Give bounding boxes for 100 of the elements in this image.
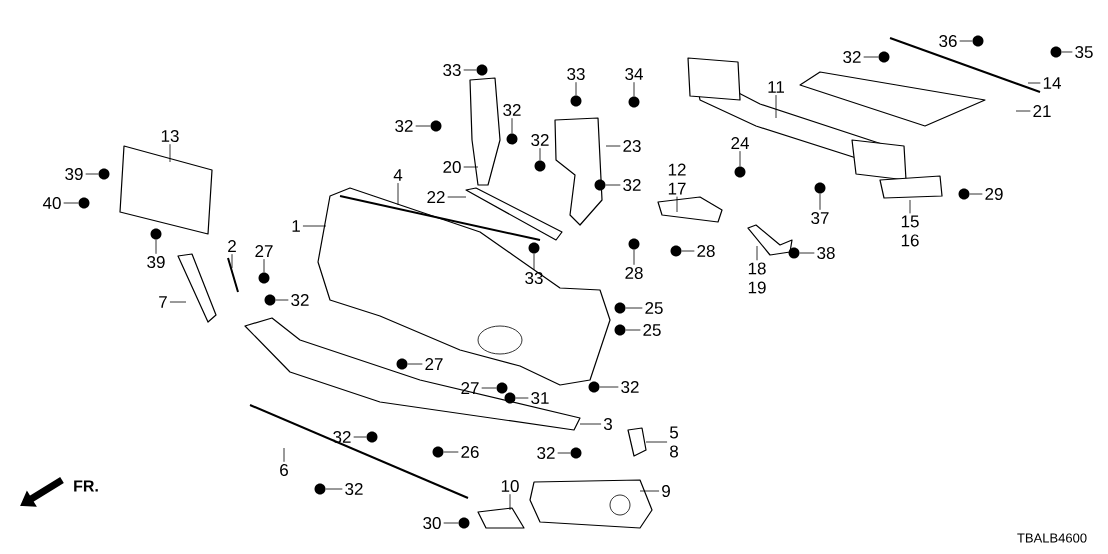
callout-number: 22 xyxy=(427,191,445,203)
callout-number: 33 xyxy=(525,272,543,285)
leader-line xyxy=(799,252,815,254)
leader-line xyxy=(557,452,571,454)
leader-line xyxy=(443,451,459,453)
leader-line xyxy=(447,196,467,198)
leader-line xyxy=(1061,51,1073,53)
callout-number: 33 xyxy=(443,64,461,77)
fastener-clip xyxy=(628,238,640,250)
callout-number: 11 xyxy=(768,81,784,93)
leader-line xyxy=(605,145,621,147)
callout-number: 3 xyxy=(603,418,612,431)
fastener-clip xyxy=(788,247,800,259)
fastener-clip xyxy=(814,182,826,194)
callout-number: 32 xyxy=(621,381,639,394)
fastener-clip xyxy=(506,133,518,145)
callout-number: 26 xyxy=(461,446,479,459)
leader-line xyxy=(819,193,821,211)
callout-number: 29 xyxy=(985,188,1003,201)
callout-number: 32 xyxy=(395,120,413,133)
callout-number: 34 xyxy=(625,68,643,81)
fastener-clip xyxy=(594,179,606,191)
callout-number: 25 xyxy=(643,324,661,337)
fastener-clip xyxy=(258,272,270,284)
callout-number: 32 xyxy=(503,104,521,117)
leader-line xyxy=(275,299,289,301)
leader-line xyxy=(515,397,529,399)
leader-line xyxy=(681,250,695,252)
callout-number: 39 xyxy=(147,256,165,269)
leader-line xyxy=(909,199,911,214)
callout-number: 32 xyxy=(291,294,309,307)
fastener-clip xyxy=(496,382,508,394)
callout-number: 32 xyxy=(345,483,363,496)
callout-number: 9 xyxy=(662,485,670,498)
fastener-clip xyxy=(614,302,626,314)
leader-line xyxy=(463,69,477,71)
callout-number: 30 xyxy=(423,517,441,530)
leader-line xyxy=(605,184,621,186)
callout-number: 12 17 xyxy=(668,163,686,195)
fastener-clip xyxy=(614,324,626,336)
leader-line xyxy=(481,387,497,389)
callout-number: 10 xyxy=(501,480,519,493)
callout-number: 27 xyxy=(461,382,479,394)
fastener-clip xyxy=(670,245,682,257)
callout-number: 28 xyxy=(697,245,715,258)
fastener-clip xyxy=(570,95,582,107)
callout-number: 27 xyxy=(425,358,443,370)
leader-line xyxy=(969,193,983,195)
fastener-clip xyxy=(396,358,408,370)
leader-line xyxy=(325,488,343,490)
callout-number: 32 xyxy=(537,447,555,460)
leader-line xyxy=(1015,110,1031,112)
callout-number: 32 xyxy=(843,51,861,64)
leader-line xyxy=(511,117,513,134)
fastener-clip xyxy=(1050,46,1062,58)
leader-line xyxy=(599,386,619,388)
callout-number: 6 xyxy=(280,464,288,477)
fastener-clip xyxy=(878,51,890,63)
callout-number: 32 xyxy=(623,179,641,192)
callout-number: 38 xyxy=(817,247,835,260)
callout-number: 15 16 xyxy=(901,215,919,247)
leader-line xyxy=(63,202,79,204)
leader-line xyxy=(155,239,157,255)
fastener-clip xyxy=(432,446,444,458)
callout-number: 13 xyxy=(161,130,179,143)
leader-line xyxy=(863,56,879,58)
fastener-clip xyxy=(264,294,276,306)
fastener-clip xyxy=(628,96,640,108)
callout-number: 14 xyxy=(1043,77,1061,89)
leader-line xyxy=(625,307,643,309)
callout-number: 7 xyxy=(159,296,167,308)
leader-line xyxy=(169,301,187,303)
leader-line xyxy=(353,436,367,438)
fastener-clip xyxy=(476,64,488,76)
callout-number: 40 xyxy=(42,197,61,210)
callout-number: 4 xyxy=(393,169,403,181)
fastener-clip xyxy=(958,188,970,200)
leader-line xyxy=(756,245,758,261)
leader-line xyxy=(463,166,479,168)
leader-line xyxy=(533,253,535,271)
leader-line xyxy=(645,441,668,443)
leader-line xyxy=(407,363,423,365)
callout-number: 35 xyxy=(1075,46,1093,59)
callout-number: 23 xyxy=(623,140,641,153)
leader-line xyxy=(625,329,641,331)
leader-line xyxy=(579,423,602,425)
leader-line xyxy=(633,249,635,266)
callout-number: 2 xyxy=(228,240,236,252)
callout-number: 39 xyxy=(65,168,83,181)
leader-line xyxy=(169,143,171,163)
callout-number: 36 xyxy=(939,35,957,48)
fastener-clip xyxy=(458,517,470,529)
leader-line xyxy=(397,182,399,206)
leader-line xyxy=(283,447,285,463)
callout-number: 37 xyxy=(811,212,829,225)
leader-line xyxy=(775,94,777,119)
callout-number: 27 xyxy=(255,245,273,257)
fastener-clip xyxy=(430,120,442,132)
leader-line xyxy=(639,490,660,492)
callout-number: 33 xyxy=(567,68,585,81)
